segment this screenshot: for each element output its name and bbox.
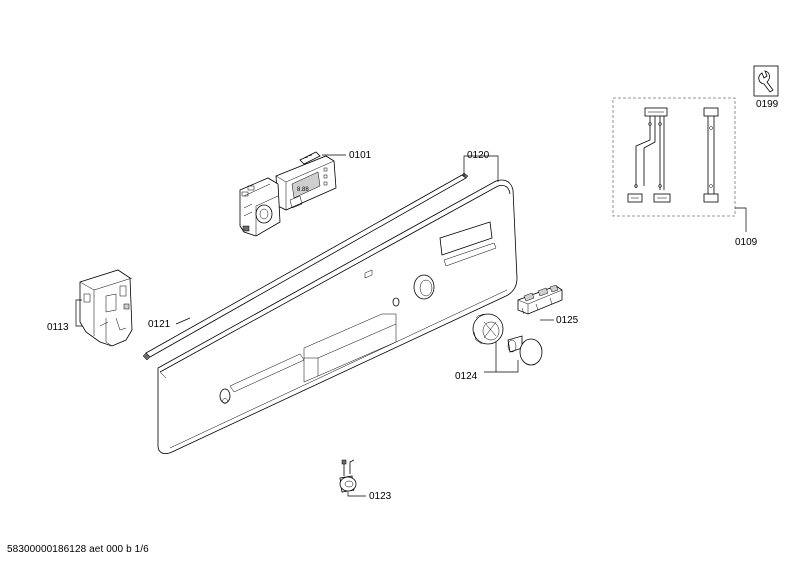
seal-strip[interactable] (142, 172, 469, 361)
leader-lines (75, 154, 747, 497)
label-0199[interactable]: 0199 (756, 99, 779, 110)
small-switch[interactable] (339, 459, 357, 493)
label-0113[interactable]: 0113 (47, 322, 69, 333)
bracket[interactable] (79, 269, 133, 347)
label-0125[interactable]: 0125 (556, 315, 579, 326)
label-0101[interactable]: 0101 (349, 150, 372, 161)
label-0109[interactable]: 0109 (735, 237, 758, 248)
label-0123[interactable]: 0123 (369, 491, 392, 502)
electronic-module[interactable]: 8.88 (239, 151, 337, 237)
control-panel-fascia[interactable] (157, 179, 518, 454)
cable-harness-set[interactable] (612, 97, 736, 217)
svg-text:8.88: 8.88 (297, 187, 309, 193)
button-set[interactable] (517, 284, 563, 315)
label-0121[interactable]: 0121 (148, 319, 171, 330)
wrench-icon (753, 65, 779, 97)
label-0124[interactable]: 0124 (455, 371, 478, 382)
part-labels: 0101 0120 0113 0121 0124 0125 0123 0109 … (47, 99, 779, 502)
document-footer: 58300000186128 aet 000 b 1/6 (7, 544, 149, 555)
knob-assembly[interactable] (472, 313, 543, 366)
label-0120[interactable]: 0120 (467, 150, 490, 161)
